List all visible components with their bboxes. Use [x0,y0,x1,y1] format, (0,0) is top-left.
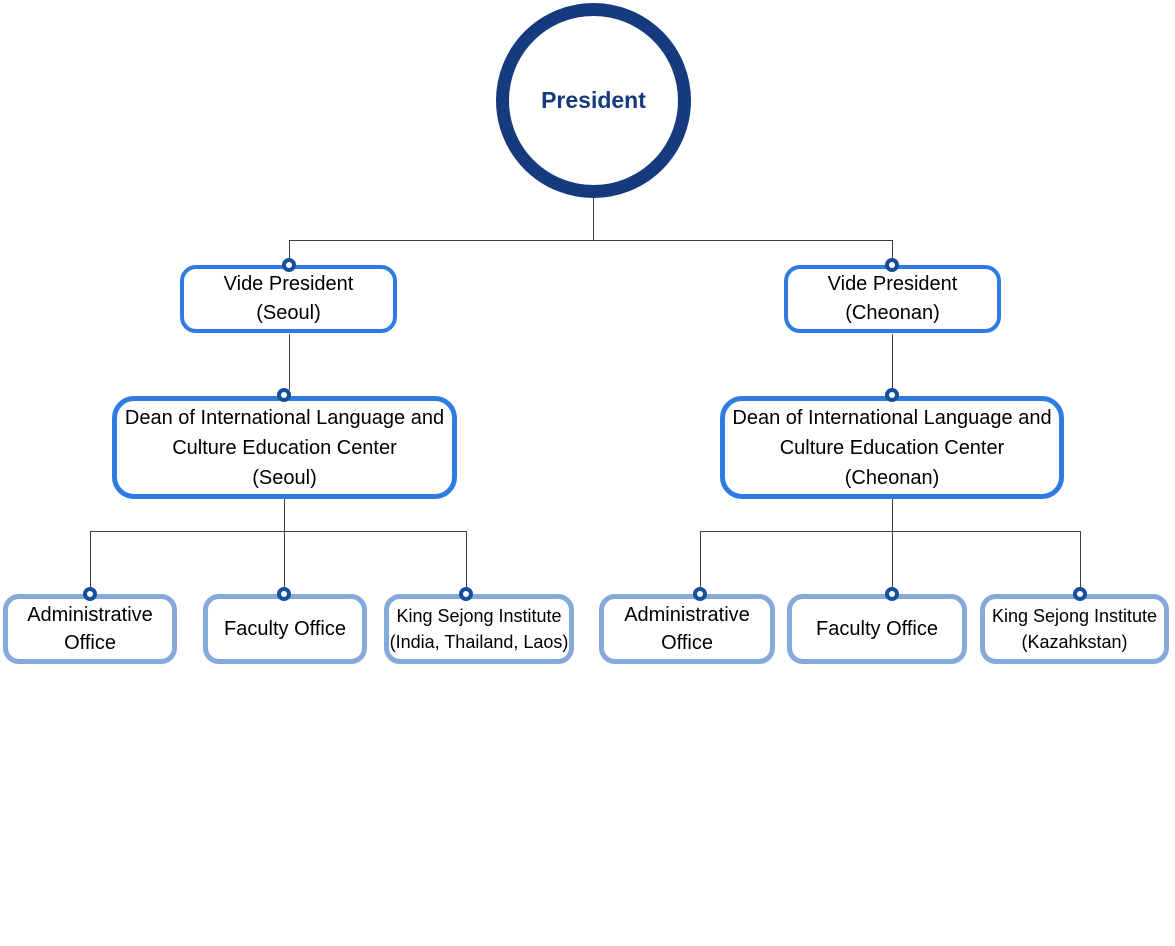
anchor-dot-vp-cheonan [885,258,899,272]
connector-vp-horizontal [289,240,893,241]
cheonan-administrative-office-box: Administrative Office [599,594,775,664]
label-line: Office [661,632,713,654]
label-line: Faculty Office [816,618,938,640]
anchor-dot-dean-cheonan [885,388,899,402]
connector-vp-cheonan-drop [892,240,893,260]
label-line: Faculty Office [224,618,346,640]
anchor-dot-dean-seoul [277,388,291,402]
dean-cheonan-line1: Dean of International Language and [732,406,1052,429]
connector-cheonan-faculty-drop [892,531,893,590]
dean-seoul-box: Dean of International Language and Cultu… [112,396,457,499]
seoul-king-sejong-institute-box: King Sejong Institute (India, Thailand, … [384,594,574,664]
label-line: King Sejong Institute [396,606,562,626]
connector-seoul-subtree-horizontal [90,531,467,532]
label-line: (Kazahkstan) [1021,632,1128,652]
dean-seoul-location: (Seoul) [252,466,317,489]
dean-cheonan-location: (Cheonan) [844,466,940,489]
connector-cheonan-subtree-horizontal [700,531,1081,532]
dean-seoul-line1: Dean of International Language and [124,406,445,429]
label-line: (India, Thailand, Laos) [389,632,569,652]
connector-seoul-ksi-drop [466,531,467,590]
anchor-dot-cheonan-faculty [885,587,899,601]
anchor-dot-cheonan-admin [693,587,707,601]
label-line: Administrative [624,604,750,626]
connector-dean-seoul-drop [289,334,290,390]
connector-vp-seoul-drop [289,240,290,260]
connector-president-drop [593,196,594,240]
label-line: Administrative [27,604,153,626]
vp-cheonan-title: Vide President [827,273,958,295]
dean-seoul-line2: Culture Education Center [172,436,397,459]
anchor-dot-seoul-faculty [277,587,291,601]
vp-seoul-title: Vide President [223,273,354,295]
anchor-dot-cheonan-ksi [1073,587,1087,601]
connector-cheonan-ksi-drop [1080,531,1081,590]
anchor-dot-vp-seoul [282,258,296,272]
president-label: President [541,87,646,113]
label-line: Office [64,632,116,654]
vp-seoul-box: Vide President (Seoul) [180,265,397,333]
connector-seoul-faculty-drop [284,531,285,590]
connector-seoul-admin-drop [90,531,91,590]
seoul-administrative-office-box: Administrative Office [3,594,177,664]
dean-cheonan-box: Dean of International Language and Cultu… [720,396,1064,499]
connector-seoul-subtree-stem [284,499,285,531]
connector-cheonan-admin-drop [700,531,701,590]
seoul-faculty-office-box: Faculty Office [203,594,367,664]
anchor-dot-seoul-ksi [459,587,473,601]
cheonan-king-sejong-institute-box: King Sejong Institute (Kazahkstan) [980,594,1169,664]
connector-cheonan-subtree-stem [892,499,893,531]
vp-seoul-location: (Seoul) [256,302,321,324]
president-node: President [496,3,691,198]
vp-cheonan-location: (Cheonan) [845,302,940,324]
dean-cheonan-line2: Culture Education Center [779,436,1005,459]
label-line: King Sejong Institute [991,606,1158,626]
connector-dean-cheonan-drop [892,334,893,390]
cheonan-faculty-office-box: Faculty Office [787,594,967,664]
vp-cheonan-box: Vide President (Cheonan) [784,265,1001,333]
anchor-dot-seoul-admin [83,587,97,601]
